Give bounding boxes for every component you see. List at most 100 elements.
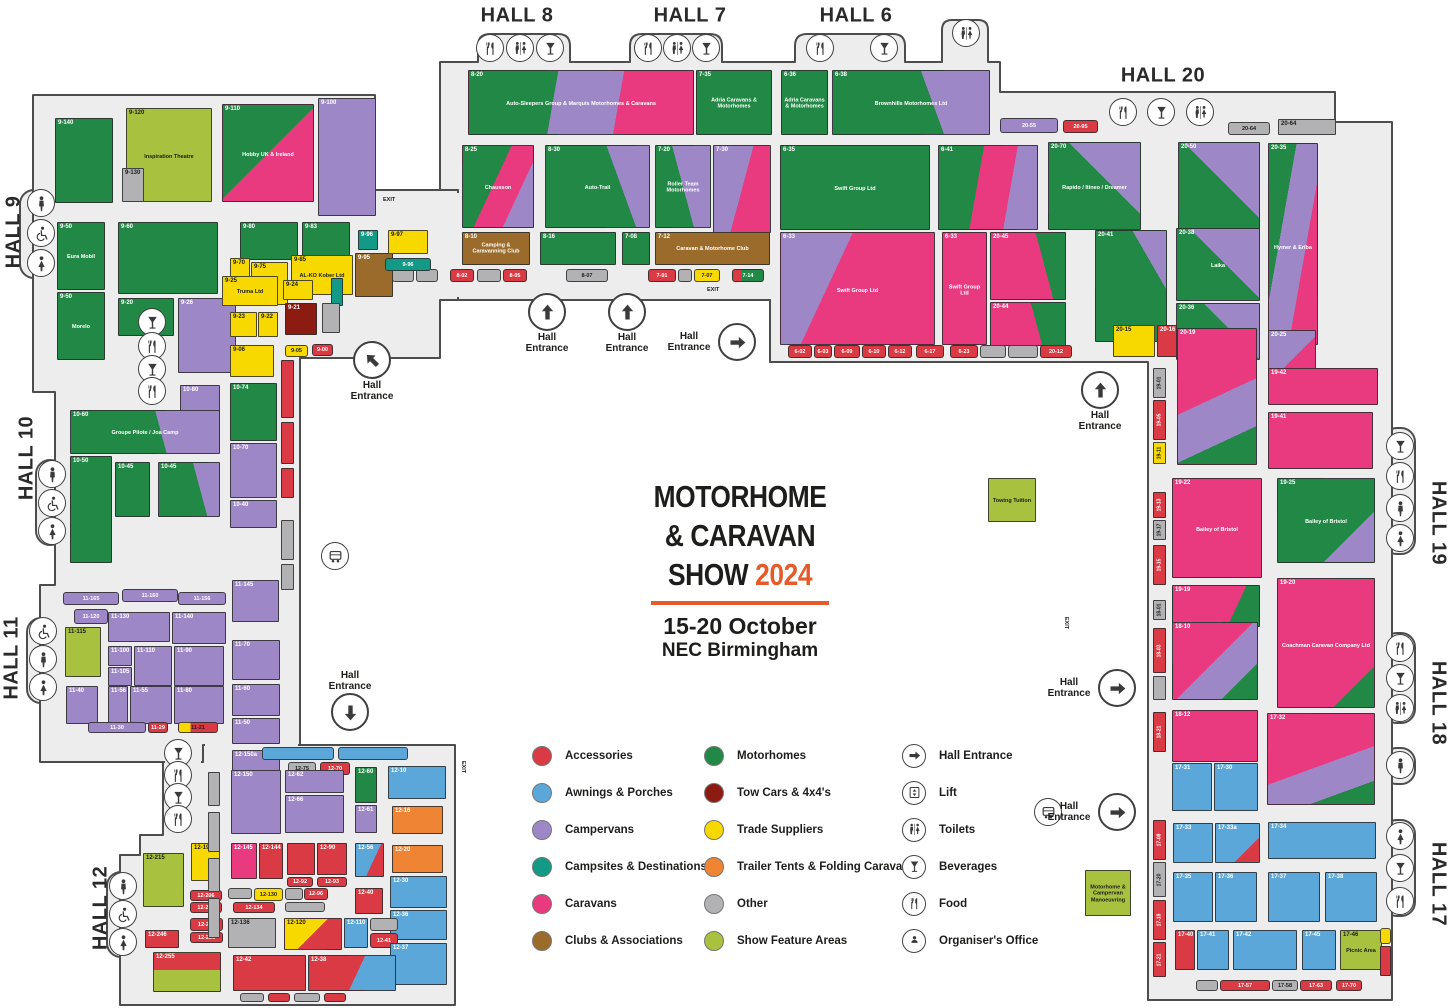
stand-17-35[interactable]: 17-35: [1173, 872, 1213, 922]
stand-12-110[interactable]: 12-110: [344, 918, 368, 948]
stand-8-07[interactable]: 8-07: [566, 269, 608, 282]
stand-11-120[interactable]: 11-120: [74, 609, 108, 624]
stand-9-140[interactable]: 9-140: [55, 118, 113, 203]
stand-12-93[interactable]: 12-93: [317, 877, 347, 887]
stand-19-42[interactable]: 19-42: [1268, 368, 1378, 405]
stand-area[interactable]: [228, 888, 252, 899]
stand-area[interactable]: [208, 898, 220, 938]
stand-10-70[interactable]: 10-70: [230, 443, 277, 498]
stand-6-41[interactable]: 6-41: [938, 145, 1038, 230]
stand-20-50[interactable]: 20-50: [1178, 142, 1260, 230]
stand-17-40[interactable]: 17-40: [1175, 930, 1195, 970]
stand-9-130[interactable]: 9-130: [122, 168, 144, 202]
stand-area[interactable]: Motorhome & Campervan Manoeuvring: [1085, 870, 1131, 916]
stand-20-16[interactable]: 20-16: [1157, 325, 1177, 357]
stand-9-00[interactable]: 9-00: [312, 344, 333, 356]
stand-17-34[interactable]: 17-34: [1268, 822, 1376, 859]
stand-12-136[interactable]: 12-136: [228, 918, 276, 948]
stand-6-03[interactable]: 6-03: [814, 345, 832, 358]
stand-9-22[interactable]: 9-22: [258, 312, 278, 337]
stand-17-57[interactable]: 17-57: [1220, 980, 1270, 991]
stand-12-145[interactable]: 12-145: [231, 843, 257, 879]
stand-17-33a[interactable]: 17-33a: [1215, 823, 1260, 863]
stand-12-36[interactable]: 12-36: [390, 910, 447, 940]
stand-17-41[interactable]: 17-41: [1197, 930, 1229, 970]
stand-11-160[interactable]: 11-160: [122, 589, 178, 602]
stand-12-42[interactable]: 12-42: [233, 955, 306, 991]
stand-17-42[interactable]: 17-42: [1233, 930, 1297, 970]
stand-area[interactable]: [281, 520, 294, 560]
stand-area[interactable]: [287, 843, 315, 875]
stand-area[interactable]: [268, 993, 290, 1002]
stand-9-26[interactable]: 9-26: [178, 298, 236, 373]
stand-10-45[interactable]: 10-45: [115, 462, 150, 517]
stand-area[interactable]: [1196, 980, 1218, 991]
stand-11-110[interactable]: 11-110: [134, 646, 172, 686]
stand-12-40[interactable]: 12-40: [355, 888, 383, 914]
stand-11-30[interactable]: 11-30: [88, 722, 146, 733]
stand-11-60[interactable]: 11-60: [232, 684, 280, 716]
stand-area[interactable]: [285, 888, 303, 900]
stand-11-40[interactable]: 11-40: [66, 686, 98, 724]
stand-20-55[interactable]: 20-55: [1000, 118, 1058, 133]
stand-8-02[interactable]: 8-02: [450, 269, 474, 282]
stand-area[interactable]: [322, 303, 340, 333]
stand-area[interactable]: [262, 747, 334, 760]
stand-20-44[interactable]: 20-44: [990, 302, 1066, 346]
stand-12-206[interactable]: 12-206: [190, 890, 222, 901]
stand-9-21[interactable]: 9-21: [285, 303, 317, 335]
stand-17-63[interactable]: 17-63: [1300, 980, 1332, 991]
stand-8-05[interactable]: 8-05: [503, 269, 527, 282]
stand-17-37[interactable]: 17-37: [1268, 872, 1320, 922]
stand-area[interactable]: [281, 564, 294, 590]
stand-17-33[interactable]: 17-33: [1173, 823, 1213, 863]
stand-17-36[interactable]: 17-36: [1215, 872, 1257, 922]
stand-12-130[interactable]: 12-130: [254, 888, 283, 901]
stand-area[interactable]: [294, 993, 320, 1002]
stand-12-255[interactable]: 12-255: [153, 952, 221, 992]
stand-12-37[interactable]: 12-37: [390, 943, 447, 985]
stand-11-80[interactable]: 11-80: [174, 686, 224, 724]
stand-17-18[interactable]: 17-18: [1153, 900, 1166, 940]
stand-11-130[interactable]: 11-130: [108, 612, 170, 642]
stand-20-15[interactable]: 20-15: [1113, 325, 1155, 357]
stand-area[interactable]: [980, 345, 1006, 358]
stand-11-105[interactable]: 11-105: [108, 667, 132, 686]
stand-6-09[interactable]: 6-09: [834, 345, 860, 358]
stand-17-45[interactable]: 17-45: [1302, 930, 1336, 970]
stand-12-134[interactable]: 12-134: [233, 902, 275, 913]
stand-18-10[interactable]: 18-10: [1172, 622, 1258, 700]
stand-11-90[interactable]: 11-90: [174, 646, 224, 686]
stand-19-11[interactable]: 19-11: [1153, 442, 1166, 464]
stand-11-115[interactable]: 11-115: [65, 627, 101, 677]
stand-12-144[interactable]: 12-144: [259, 843, 283, 879]
stand-9-100[interactable]: 9-100: [318, 98, 376, 216]
stand-17-32[interactable]: 17-32: [1267, 713, 1375, 805]
stand-12-236[interactable]: 12-236: [190, 932, 223, 943]
stand-12-10[interactable]: 12-10: [388, 766, 446, 799]
stand-17-58[interactable]: 17-58: [1272, 980, 1298, 991]
stand-12-246[interactable]: 12-246: [145, 930, 179, 948]
stand-10-50[interactable]: 10-50: [70, 456, 112, 563]
stand-11-156[interactable]: 11-156: [178, 592, 226, 605]
stand-20-12[interactable]: 20-12: [1040, 345, 1072, 358]
stand-area[interactable]: [285, 902, 325, 912]
stand-20-41[interactable]: 20-41: [1095, 230, 1167, 342]
stand-12-120[interactable]: 12-120: [284, 918, 342, 950]
stand-11-145[interactable]: 11-145: [232, 580, 279, 622]
stand-12-60[interactable]: 12-60: [355, 767, 377, 803]
stand-12-90[interactable]: 12-90: [317, 843, 347, 875]
